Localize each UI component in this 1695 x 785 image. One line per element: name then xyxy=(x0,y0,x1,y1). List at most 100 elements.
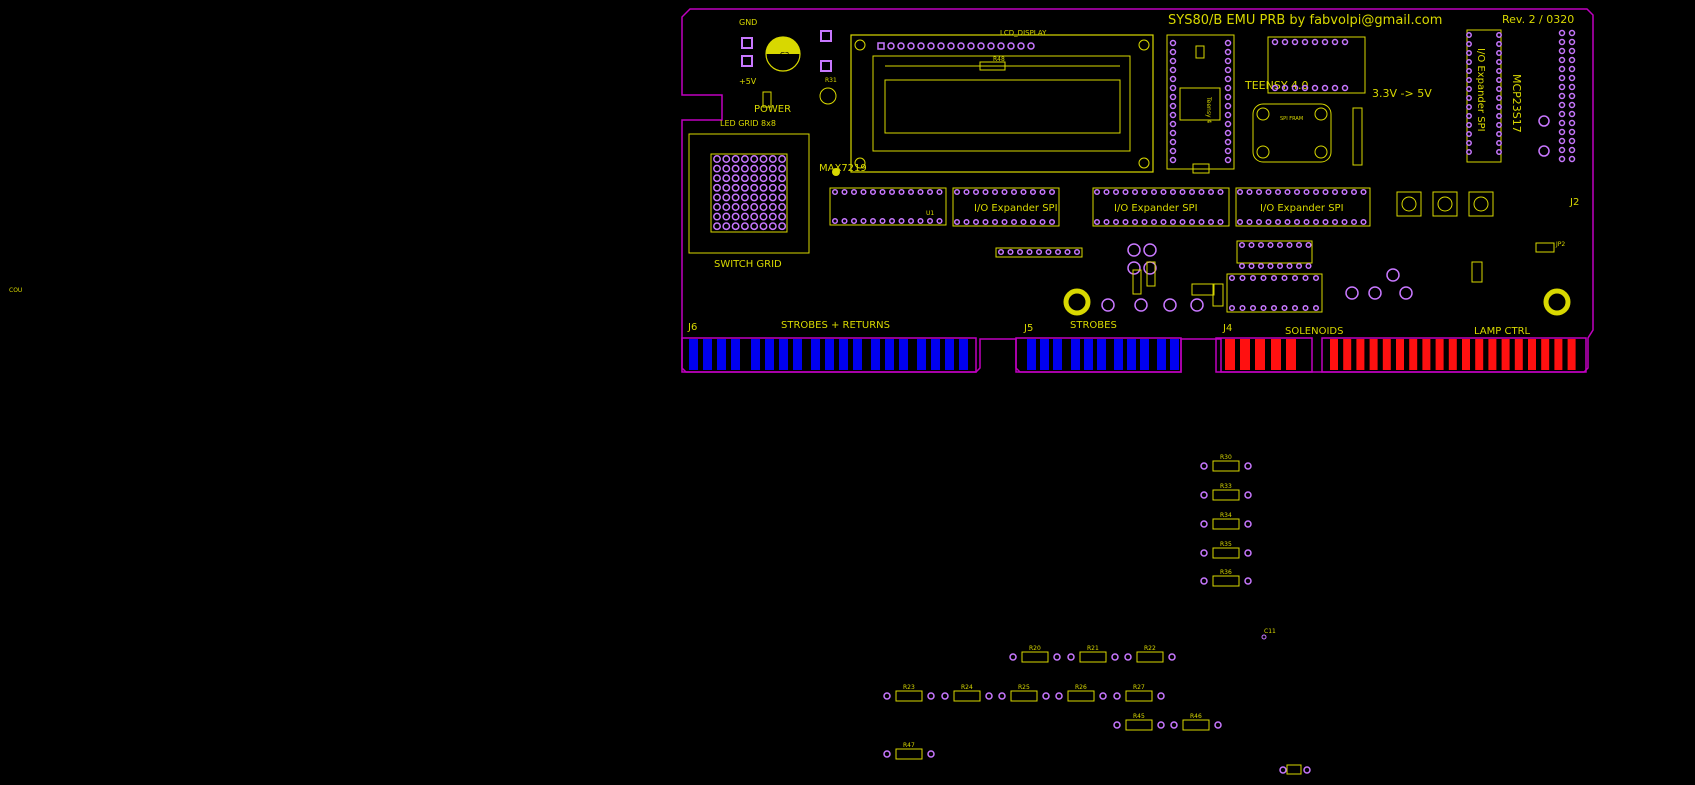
led-dot xyxy=(740,183,749,192)
edge-finger-red xyxy=(1448,339,1457,370)
io-expander-pin xyxy=(1293,188,1301,196)
resistor-label: R45 xyxy=(1133,713,1145,720)
j2-pin xyxy=(1558,29,1566,37)
led-dot xyxy=(713,222,721,231)
chip-pin xyxy=(1238,241,1246,249)
vertical-io-pin xyxy=(1466,95,1472,101)
led-dot xyxy=(768,164,777,173)
io-expander-pin xyxy=(1112,218,1120,226)
io-expander-pin xyxy=(1029,218,1037,226)
resistor-label: R25 xyxy=(1018,684,1030,691)
led-dot xyxy=(750,203,759,211)
r31-label: R31 xyxy=(825,77,837,84)
power-pad-4 xyxy=(820,60,832,72)
vertical-io-pin xyxy=(1466,131,1472,137)
vertical-io-pins xyxy=(1466,32,1502,155)
vertical-io-label: I/O Expander SPI xyxy=(1475,48,1486,132)
max7219-pin xyxy=(926,188,934,196)
io-expander-pin xyxy=(1331,218,1339,226)
edge-finger-blue xyxy=(1157,339,1166,370)
chip-pin xyxy=(1312,274,1320,282)
led-dot xyxy=(768,174,777,183)
led-dot xyxy=(713,164,721,173)
resistor-pad xyxy=(927,750,935,758)
chip-pin xyxy=(1257,262,1265,270)
resistor-pad xyxy=(1053,653,1061,661)
teensy-pin xyxy=(1224,138,1232,146)
chip-pin xyxy=(1312,304,1320,312)
edge-finger-blue xyxy=(765,339,774,370)
chip-pin xyxy=(1239,304,1246,312)
io-expander-pin xyxy=(1360,188,1367,196)
vertical-io-pin xyxy=(1496,77,1502,83)
resistor-body xyxy=(1125,719,1153,731)
io-expander-pin xyxy=(1179,218,1186,226)
io-expander-pin xyxy=(1198,218,1205,226)
connector-outline xyxy=(1015,337,1182,373)
led-dot xyxy=(778,155,787,163)
led-dot xyxy=(778,212,787,221)
led-dot xyxy=(759,183,768,192)
teensy-footprint xyxy=(1166,34,1235,170)
vertical-io-pin xyxy=(1496,149,1502,155)
led-dot xyxy=(740,193,749,202)
edge-finger-red xyxy=(1382,339,1391,370)
edge-finger-blue xyxy=(1170,339,1179,370)
teensy-pin xyxy=(1169,102,1177,110)
resistor-pad xyxy=(1111,653,1119,661)
chip-pin xyxy=(1238,262,1246,270)
resistor-body xyxy=(1079,651,1107,663)
led-dot xyxy=(740,222,749,231)
chip-pin xyxy=(1291,274,1299,282)
j6-label: J6 xyxy=(687,322,697,333)
io-expander-pin xyxy=(1039,188,1046,196)
resistor-label: R23 xyxy=(903,684,915,691)
vertical-io-pin xyxy=(1496,68,1502,74)
lcd-pin xyxy=(997,42,1005,50)
component-pad xyxy=(1163,298,1177,312)
led-dot xyxy=(713,174,721,183)
j2-pin xyxy=(1568,47,1576,55)
teensy-pin xyxy=(1169,66,1177,74)
resistor-pad xyxy=(883,750,891,758)
io-expander-pin xyxy=(1150,188,1158,196)
lcd-mount-hole-2 xyxy=(1138,39,1150,51)
max7219-pin xyxy=(841,217,848,225)
vertical-io-pin xyxy=(1496,32,1502,38)
edge-finger-blue xyxy=(1071,339,1080,370)
io-expander-3-label: I/O Expander SPI xyxy=(1260,203,1344,214)
resnet-pin xyxy=(1054,248,1062,256)
led-dot xyxy=(731,183,740,192)
io-expander-pin xyxy=(1265,218,1272,226)
max7219-pin xyxy=(841,188,848,196)
led-dot xyxy=(759,212,768,221)
vertical-io-pin xyxy=(1466,140,1472,146)
io-expander-pin xyxy=(1217,218,1224,226)
io-expander-pin xyxy=(1010,188,1018,196)
max7219-led xyxy=(832,168,840,176)
teensy-pin xyxy=(1224,39,1232,47)
j2-pin xyxy=(1558,65,1566,73)
strobes-label: STROBES xyxy=(1070,320,1117,331)
resistor-body xyxy=(1212,547,1240,559)
edge-finger-red xyxy=(1225,339,1235,370)
teensy-pin xyxy=(1224,102,1232,110)
max7219-pin xyxy=(898,217,905,225)
max7219-ref: U1 xyxy=(926,210,934,217)
max7219-pin xyxy=(860,188,867,196)
io-expander-pin xyxy=(1141,218,1148,226)
led-dot xyxy=(722,155,731,163)
resistor-pad xyxy=(1055,692,1063,700)
resistor-label: R27 xyxy=(1133,684,1145,691)
edge-fingers-red xyxy=(1215,337,1587,373)
io-expander-pin xyxy=(963,218,970,226)
vertical-io-pin xyxy=(1466,77,1472,83)
resistor-pad xyxy=(1200,491,1208,499)
c11-label: C11 xyxy=(1264,628,1276,635)
resistor: R35 xyxy=(1200,541,1252,559)
teensy-pin xyxy=(1224,57,1232,65)
io-expander-pin xyxy=(963,188,970,196)
lcd-pin xyxy=(907,42,915,50)
tact-button xyxy=(1396,191,1422,217)
